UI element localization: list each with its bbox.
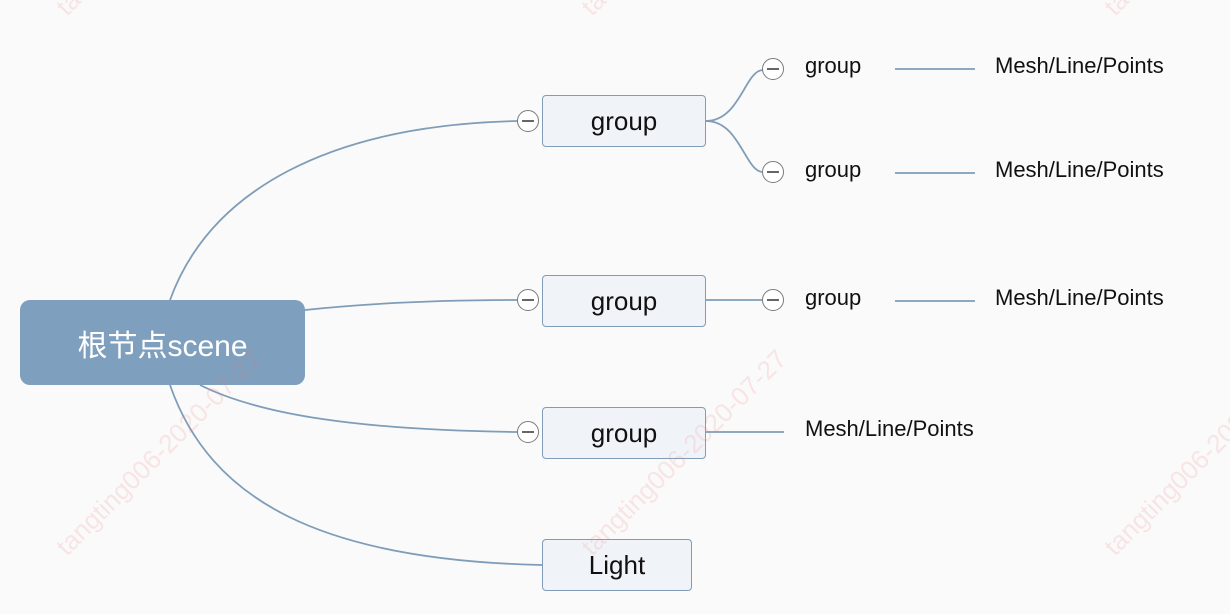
group-node-3[interactable]: group [542, 407, 706, 459]
group-node-3-label: group [590, 417, 658, 448]
leaf-node-direct[interactable]: Mesh/Line/Points [805, 413, 974, 445]
root-node[interactable]: 根节点scene [20, 300, 305, 385]
sub-group-node-1-label: group [805, 53, 862, 78]
collapse-toggle-group-1[interactable] [517, 110, 539, 132]
leaf-node-1[interactable]: Mesh/Line/Points [995, 50, 1164, 82]
collapse-toggle-group-3[interactable] [517, 421, 539, 443]
leaf-node-3-label: Mesh/Line/Points [995, 285, 1164, 310]
connector-root-group-1 [169, 120, 519, 301]
group-node-1[interactable]: group [542, 95, 706, 147]
collapse-toggle-sub-group-2[interactable] [762, 161, 784, 183]
connector-group-1-sub-1 [705, 69, 764, 122]
connector-root-light [169, 384, 543, 566]
group-node-2-label: group [590, 285, 658, 316]
light-node[interactable]: Light [542, 539, 692, 591]
collapse-toggle-sub-group-3[interactable] [762, 289, 784, 311]
root-node-label: 根节点scene [77, 329, 248, 363]
light-node-label: Light [588, 549, 646, 580]
sub-group-node-2-label: group [805, 157, 862, 182]
connector-root-group-2 [304, 299, 519, 311]
collapse-toggle-group-2[interactable] [517, 289, 539, 311]
sub-group-node-3-label: group [805, 285, 862, 310]
connector-root-group-3 [199, 384, 519, 433]
leaf-node-3[interactable]: Mesh/Line/Points [995, 282, 1164, 314]
group-node-1-label: group [590, 105, 658, 136]
leaf-node-2-label: Mesh/Line/Points [995, 157, 1164, 182]
leaf-node-direct-label: Mesh/Line/Points [805, 416, 974, 441]
group-node-2[interactable]: group [542, 275, 706, 327]
collapse-toggle-sub-group-1[interactable] [762, 58, 784, 80]
sub-group-node-2[interactable]: group [805, 154, 861, 186]
leaf-node-1-label: Mesh/Line/Points [995, 53, 1164, 78]
leaf-node-2[interactable]: Mesh/Line/Points [995, 154, 1164, 186]
sub-group-node-3[interactable]: group [805, 282, 861, 314]
sub-group-node-1[interactable]: group [805, 50, 861, 82]
connector-group-1-sub-2 [705, 120, 764, 173]
